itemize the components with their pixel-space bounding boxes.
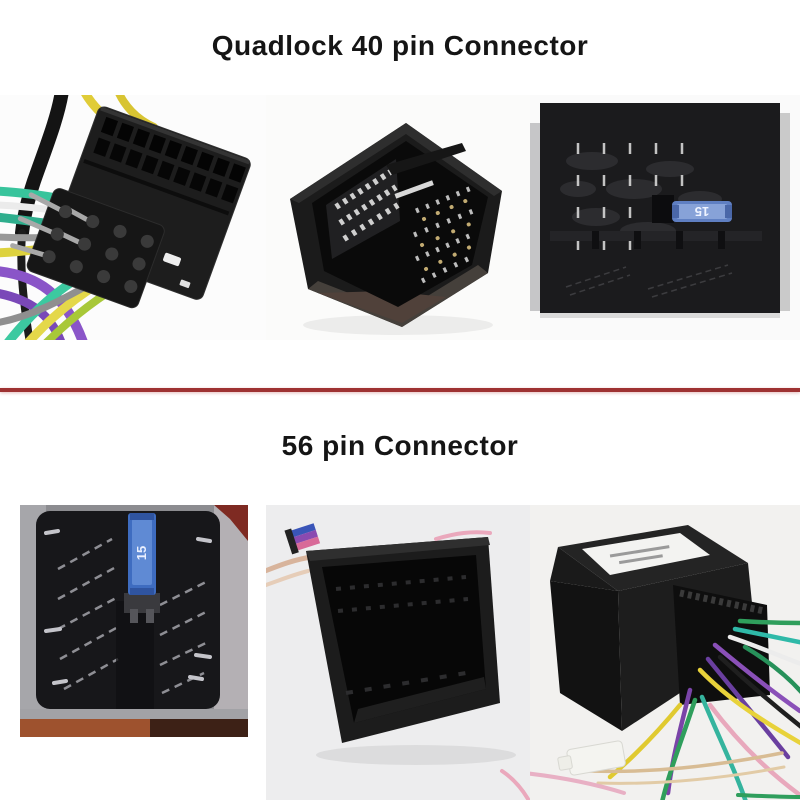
white-terminal-connector	[557, 740, 626, 776]
inner-pin-marks	[335, 575, 469, 695]
red-background-streak	[214, 505, 248, 541]
fuse-amp-label: 15	[695, 204, 709, 219]
photo-quadlock-wire-harness	[0, 95, 266, 340]
photo-connector-rear-fuse: 15	[530, 95, 800, 340]
photo-56pin-face-fuse: 15	[0, 505, 266, 800]
quadlock-section-title: Quadlock 40 pin Connector	[211, 30, 589, 61]
quadlock-photo-row: 15	[0, 95, 800, 340]
adapter-box-illustration	[530, 505, 800, 800]
harness-wires	[530, 618, 800, 800]
connector-ribs	[679, 589, 765, 615]
red-divider-line	[0, 388, 800, 392]
quadlock-housing-illustration	[266, 95, 530, 340]
photo-quadlock-open-housing	[266, 95, 530, 340]
photo-adapter-box-harness	[530, 505, 800, 800]
pin56-photo-row: 15	[0, 505, 800, 800]
quadlock-connector-body	[10, 106, 251, 309]
fuse-15-vertical: 15	[124, 513, 160, 623]
photo-56pin-open-housing	[266, 505, 530, 800]
label-text-lines	[609, 545, 670, 565]
product-label	[582, 533, 710, 575]
pin56-section-title: 56 pin Connector	[281, 430, 519, 461]
corner-marks	[44, 529, 212, 685]
pin56-housing-illustration	[266, 505, 530, 800]
fuse-amp-label: 15	[134, 546, 149, 560]
pin56-face-illustration: 15	[0, 505, 266, 800]
hatch-marks	[565, 264, 733, 298]
quadlock-harness-illustration	[0, 95, 266, 340]
connector-rear-illustration: 15	[530, 95, 800, 340]
pin-windows	[334, 168, 400, 242]
wire-tip-bundle	[284, 523, 321, 555]
pin-contacts	[57, 537, 209, 695]
fuse-15-horizontal: 15	[672, 201, 732, 222]
